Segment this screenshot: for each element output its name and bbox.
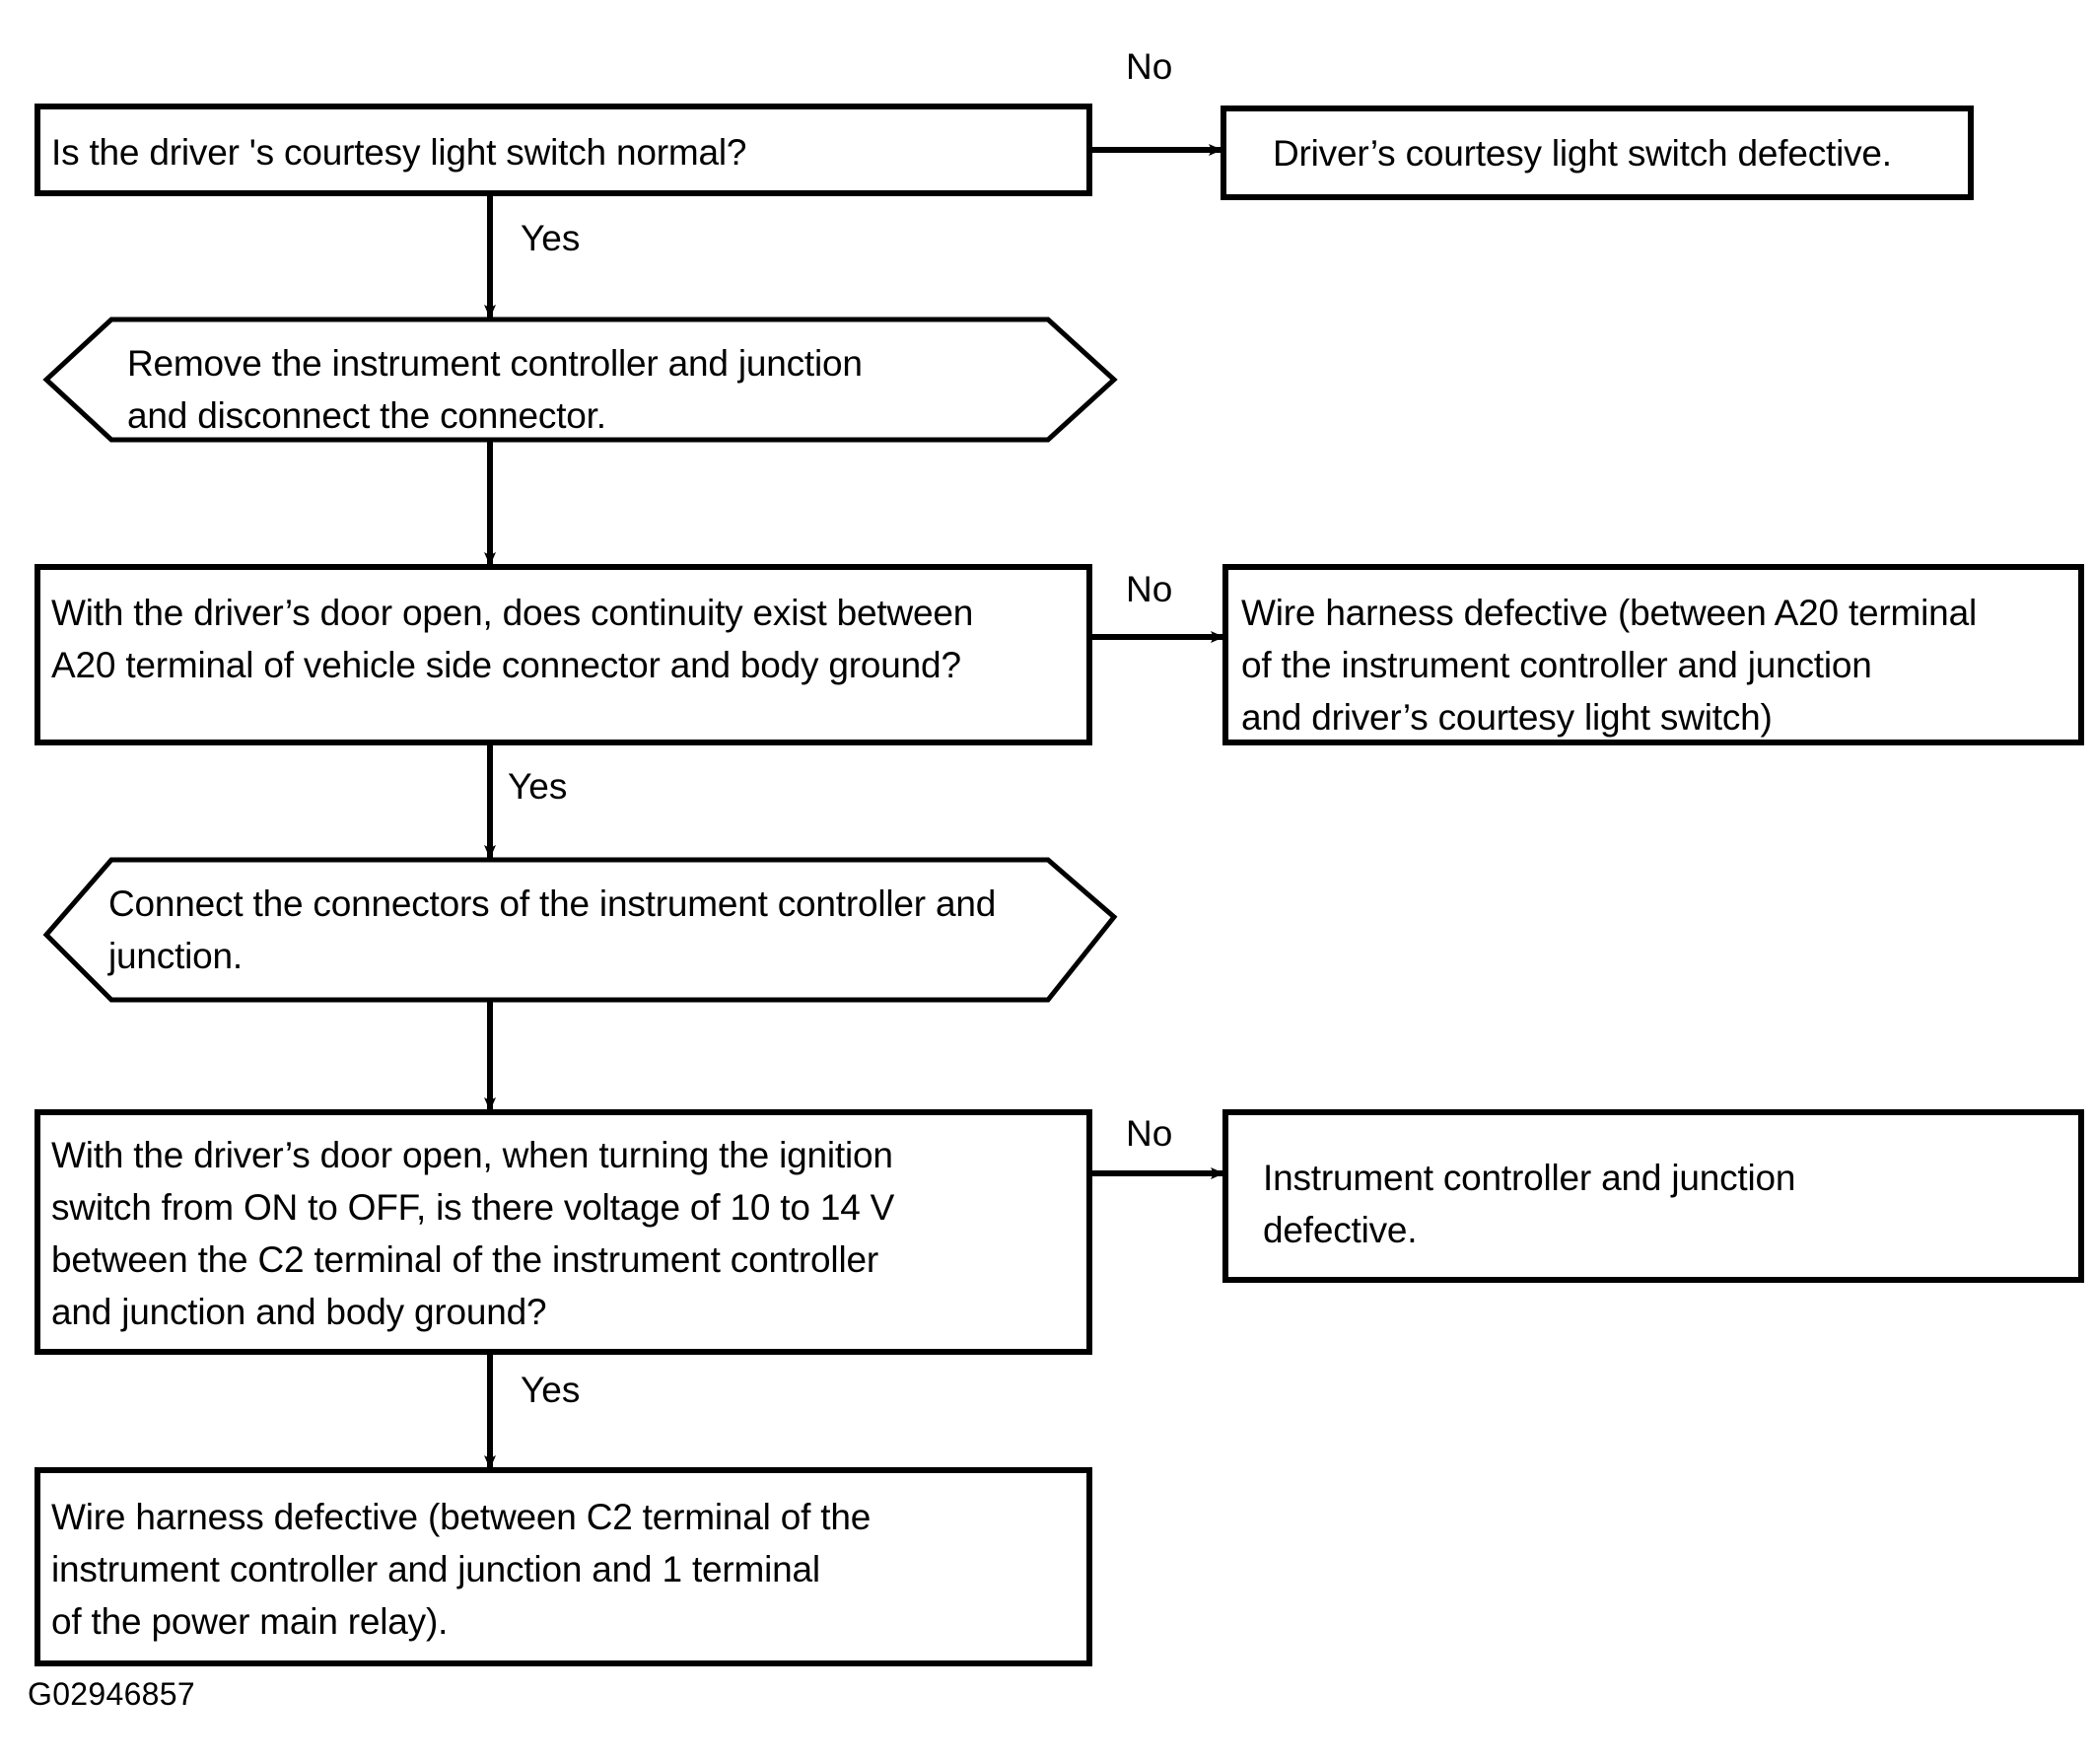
node-label-r2: Wire harness defective (between A20 term… <box>1241 593 1977 738</box>
node-shape-p2 <box>42 857 1118 1003</box>
node-shape-p1 <box>42 317 1118 443</box>
edge-label-q1-no: No <box>1126 46 1173 87</box>
node-shape-r1 <box>1221 106 1974 200</box>
node-label-q2: With the driver’s door open, does contin… <box>51 593 974 685</box>
node-label-q3: With the driver’s door open, when turnin… <box>51 1135 895 1332</box>
node-shape-r3 <box>1222 1109 2084 1283</box>
node-label-p2: Connect the connectors of the instrument… <box>108 883 997 976</box>
node-shape-q1 <box>35 104 1092 196</box>
node-label-q1: Is the driver 's courtesy light switch n… <box>51 132 747 173</box>
edge-label-q2-yes: Yes <box>508 766 568 807</box>
node-shape-r4 <box>35 1467 1092 1666</box>
edge-label-q2-no: No <box>1126 569 1173 609</box>
node-shape-q3 <box>35 1109 1092 1355</box>
node-label-p1: Remove the instrument controller and jun… <box>127 343 863 436</box>
edge-label-q1-yes: Yes <box>521 218 581 258</box>
edge-label-q3-no: No <box>1126 1113 1173 1154</box>
node-label-r4: Wire harness defective (between C2 termi… <box>51 1497 872 1642</box>
node-shape-r2 <box>1222 564 2084 745</box>
edge-label-q3-yes: Yes <box>521 1370 581 1410</box>
node-label-r1: Driver’s courtesy light switch defective… <box>1273 133 1892 174</box>
node-label-r3: Instrument controller and junction defec… <box>1263 1158 1796 1250</box>
node-shape-q2 <box>35 564 1092 745</box>
figure-id-label: G02946857 <box>28 1676 195 1712</box>
